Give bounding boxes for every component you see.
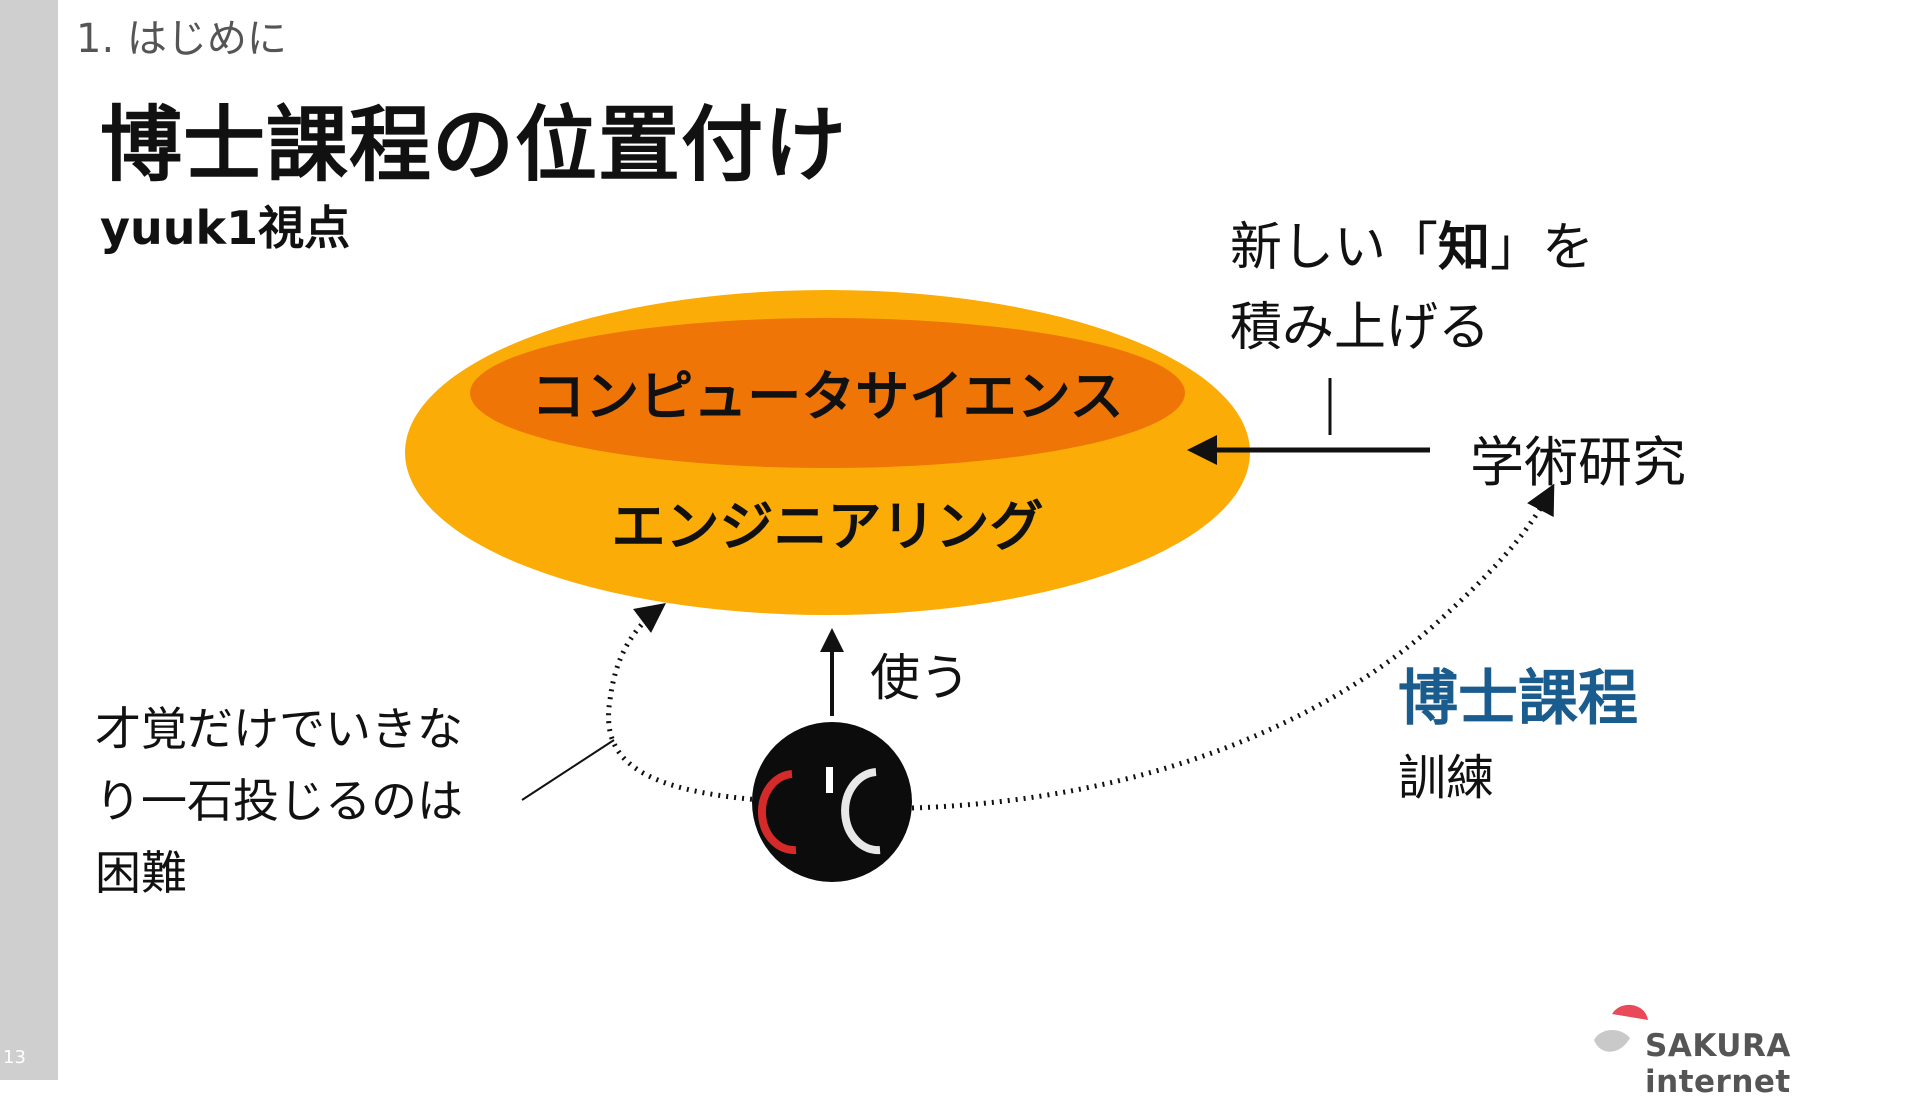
new-knowledge-text: 新しい「知」を 積み上げる	[1230, 208, 1594, 368]
computer-science-ellipse	[470, 318, 1185, 468]
note-pointer-line	[521, 739, 615, 801]
yuuk1-avatar	[752, 722, 912, 882]
difficulty-note: 才覚だけでいきな り一石投じるのは 困難	[95, 693, 463, 909]
section-label: 1. はじめに	[76, 16, 287, 62]
use-label: 使う	[870, 649, 970, 707]
difficulty-line-2: り一石投じるのは	[95, 774, 463, 828]
new-knowledge-line1: 新しい「知」を	[1230, 218, 1595, 278]
sakura-logo	[1590, 1000, 1890, 1060]
knowledge-bold: 知	[1438, 218, 1491, 278]
left-sidebar-bar	[0, 0, 58, 1080]
new-knowledge-line2: 積み上げる	[1230, 298, 1491, 358]
difficulty-line-1: 才覚だけでいきな	[95, 702, 463, 756]
page-subtitle: yuuk1視点	[100, 201, 351, 255]
computer-science-label: コンピュータサイエンス	[531, 365, 1124, 428]
phd-path-dotted	[911, 483, 1555, 811]
difficulty-line-3: 困難	[95, 846, 187, 900]
academic-research-label: 学術研究	[1470, 431, 1686, 494]
page-number: 13	[3, 1047, 26, 1068]
phd-training-label: 訓練	[1398, 750, 1495, 806]
face-icon	[758, 767, 881, 855]
engineering-label: エンジニアリング	[611, 495, 1044, 558]
sakura-logo-icon	[1594, 1004, 1648, 1052]
phd-title: 博士課程	[1398, 664, 1638, 734]
logo-text: SAKURA internet	[1645, 1028, 1791, 1100]
page-title: 博士課程の位置付け	[100, 98, 848, 193]
direct-path-dotted	[606, 602, 761, 803]
